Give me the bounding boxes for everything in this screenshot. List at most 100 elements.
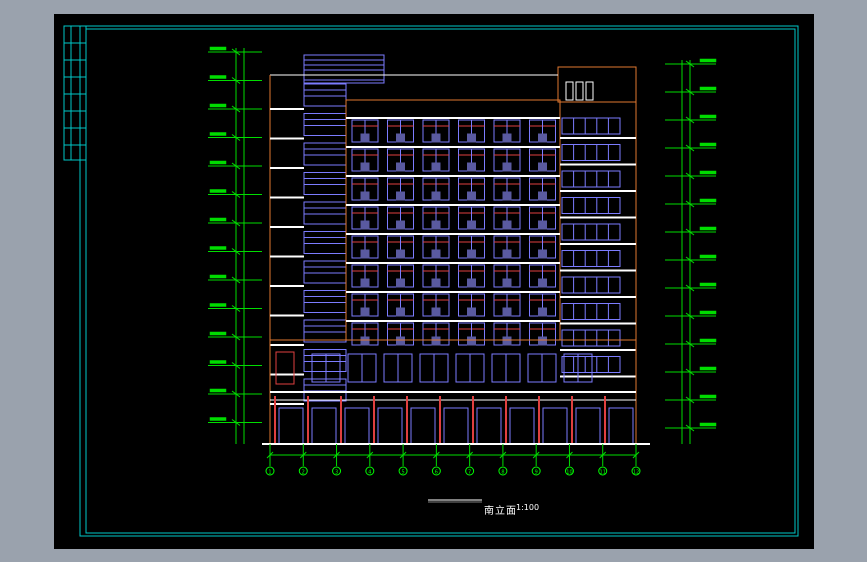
right-level-label-mark (699, 282, 717, 287)
shopfront-glazing (542, 407, 568, 445)
penthouse-stair-block (303, 54, 385, 84)
right-tick-slash (685, 396, 695, 404)
balcony-door (467, 133, 476, 143)
right-tick-slash (685, 368, 695, 376)
right-level-label-mark (699, 254, 717, 259)
right-level-label-mark (699, 170, 717, 175)
right-tick-slash (685, 144, 695, 152)
balcony-door (360, 220, 370, 230)
grid-axis-bubble (531, 466, 541, 476)
balcony-door (431, 307, 441, 317)
right-wing-window-band (561, 223, 621, 241)
left-stair-window-bay (303, 201, 347, 225)
right-wing-window-band (561, 250, 621, 267)
axis-tick-slash (532, 451, 540, 459)
left-level-label-mark (209, 331, 227, 336)
left-tick-slash (231, 48, 241, 56)
grid-axis-label: 2 (302, 470, 305, 476)
shopfront-glazing (575, 407, 601, 445)
axis-tick-slash (333, 451, 340, 459)
left-level-label-mark (209, 217, 227, 222)
balcony-door (502, 191, 512, 201)
right-tick-slash (685, 228, 695, 236)
balcony-door (502, 278, 512, 288)
left-stair-window-bay (303, 378, 347, 402)
left-level-label-mark (209, 75, 227, 79)
grid-axis-bubble (498, 466, 508, 476)
right-level-label-mark (699, 310, 717, 315)
left-stair-window-bay (303, 172, 347, 195)
balcony-door (431, 249, 441, 259)
left-tick-slash (231, 77, 241, 84)
grid-axis-label: 5 (401, 470, 404, 476)
grid-axis-label: 7 (468, 470, 471, 476)
left-stair-window-bay (303, 260, 347, 284)
left-tick-slash (231, 276, 241, 284)
grid-axis-label: 6 (435, 470, 438, 476)
left-level-label-mark (209, 388, 227, 393)
left-level-label-mark (209, 417, 227, 421)
right-wing-window-band (561, 303, 621, 320)
balcony-door (538, 307, 547, 317)
grid-axis-bubble (431, 466, 441, 476)
right-wing-window-band (561, 144, 621, 161)
grid-axis-bubble (598, 466, 608, 476)
balcony-door (431, 278, 441, 288)
axis-tick-slash (499, 451, 507, 459)
balcony-door (360, 133, 370, 143)
penthouse-right-block (557, 66, 637, 103)
balcony-door (431, 162, 441, 172)
shopfront-glazing (410, 407, 436, 445)
balcony-door (538, 191, 547, 201)
right-tick-slash (685, 172, 695, 180)
shopfront-glazing (443, 407, 469, 445)
left-tick-slash (231, 362, 241, 369)
axis-tick-slash (466, 451, 473, 459)
right-level-label-mark (699, 226, 717, 231)
left-tick-slash (231, 390, 241, 398)
right-level-label-mark (699, 366, 717, 371)
right-tick-slash (685, 424, 695, 432)
left-level-label-mark (209, 303, 227, 307)
grid-axis-label: 4 (368, 470, 371, 476)
grid-axis-bubble (631, 466, 641, 476)
penthouse-window (565, 81, 574, 101)
right-tick-slash (685, 116, 695, 124)
right-tick-slash (685, 200, 695, 208)
balcony-door (431, 133, 441, 143)
grid-axis-bubble (564, 466, 574, 476)
right-wing-window-band (561, 329, 621, 347)
shopfront-glazing (509, 407, 535, 445)
right-level-label-mark (699, 86, 717, 91)
left-level-label-mark (209, 103, 227, 108)
balcony-door (538, 278, 547, 288)
axis-tick-slash (399, 451, 407, 459)
shopfront-glazing (344, 407, 370, 445)
grid-axis-bubble (332, 466, 342, 476)
right-tick-slash (685, 340, 695, 348)
balcony-door (360, 307, 370, 317)
right-tick-slash (685, 312, 695, 320)
balcony-door (467, 278, 476, 288)
right-tick-slash (685, 60, 695, 68)
left-tick-slash (231, 134, 241, 141)
shopfront-glazing (311, 407, 337, 445)
balcony-door (538, 336, 547, 346)
left-level-label-mark (209, 360, 227, 364)
balcony-door (396, 191, 405, 201)
balcony-door (502, 249, 512, 259)
right-wing-window-band (561, 117, 621, 135)
left-tick-slash (231, 105, 241, 113)
left-level-label-mark (209, 189, 227, 193)
balcony-door (360, 162, 370, 172)
left-tick-slash (231, 333, 241, 341)
left-stair-window-bay (303, 319, 347, 343)
left-level-label-mark (209, 274, 227, 279)
right-level-label-mark (699, 142, 717, 147)
axis-tick-slash (433, 451, 440, 459)
right-wing-window-band (561, 197, 621, 214)
shopfront-glazing (377, 407, 403, 445)
left-tick-slash (231, 219, 241, 227)
